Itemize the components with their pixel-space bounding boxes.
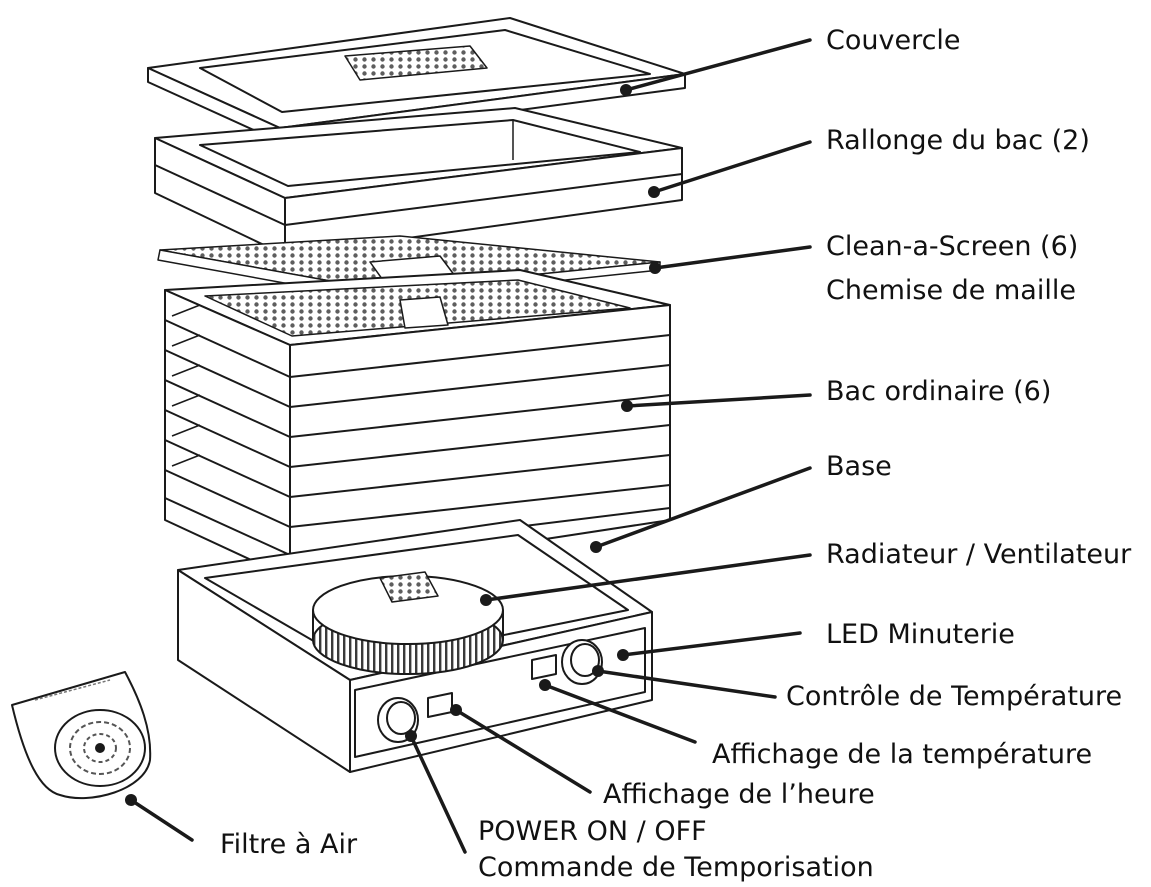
leader-dots [125,84,661,806]
dot-power [405,730,417,742]
label-commande: Commande de Temporisation [478,852,874,883]
label-filtre: Filtre à Air [220,829,358,860]
dot-couvercle [620,84,632,96]
label-chemise: Chemise de maille [826,275,1076,306]
label-bac-ordinaire: Bac ordinaire (6) [826,376,1052,407]
label-rallonge: Rallonge du bac (2) [826,125,1090,156]
air-filter-part [11,671,152,800]
leader-couvercle [624,38,812,92]
leader-led [621,631,802,657]
label-base: Base [826,451,892,482]
label-affichage-temp: Affichage de la température [712,739,1093,770]
label-couvercle: Couvercle [826,25,961,56]
dot-radiateur [480,594,492,606]
dot-base [590,541,602,553]
leader-filtre [129,798,194,842]
leader-power [409,734,467,854]
tray-extension-part [154,107,683,256]
leader-base [594,466,812,549]
label-clean-screen: Clean-a-Screen (6) [826,231,1079,262]
label-radiateur: Radiateur / Ventilateur [826,539,1132,570]
dot-screen [649,262,661,274]
dot-led [617,649,629,661]
dot-filtre [125,794,137,806]
leader-controle [596,669,777,699]
base-part [177,519,653,773]
leader-screen [653,245,812,270]
label-led: LED Minuterie [826,619,1015,650]
leader-aff-temp [543,683,697,744]
label-affichage-heure: Affichage de l’heure [603,779,875,810]
dot-aff-temp [539,679,551,691]
leader-radiateur [484,553,812,602]
leader-lines [129,38,812,854]
tray-stack-part [164,269,671,579]
label-power: POWER ON / OFF [478,816,707,847]
leader-bac [625,393,812,408]
dot-aff-heure [450,704,462,716]
leader-rallonge [652,140,812,194]
dot-bac [621,400,633,412]
label-controle-temp: Contrôle de Température [786,681,1123,712]
leader-aff-heure [454,708,592,794]
dot-controle [592,665,604,677]
dot-rallonge [648,186,660,198]
